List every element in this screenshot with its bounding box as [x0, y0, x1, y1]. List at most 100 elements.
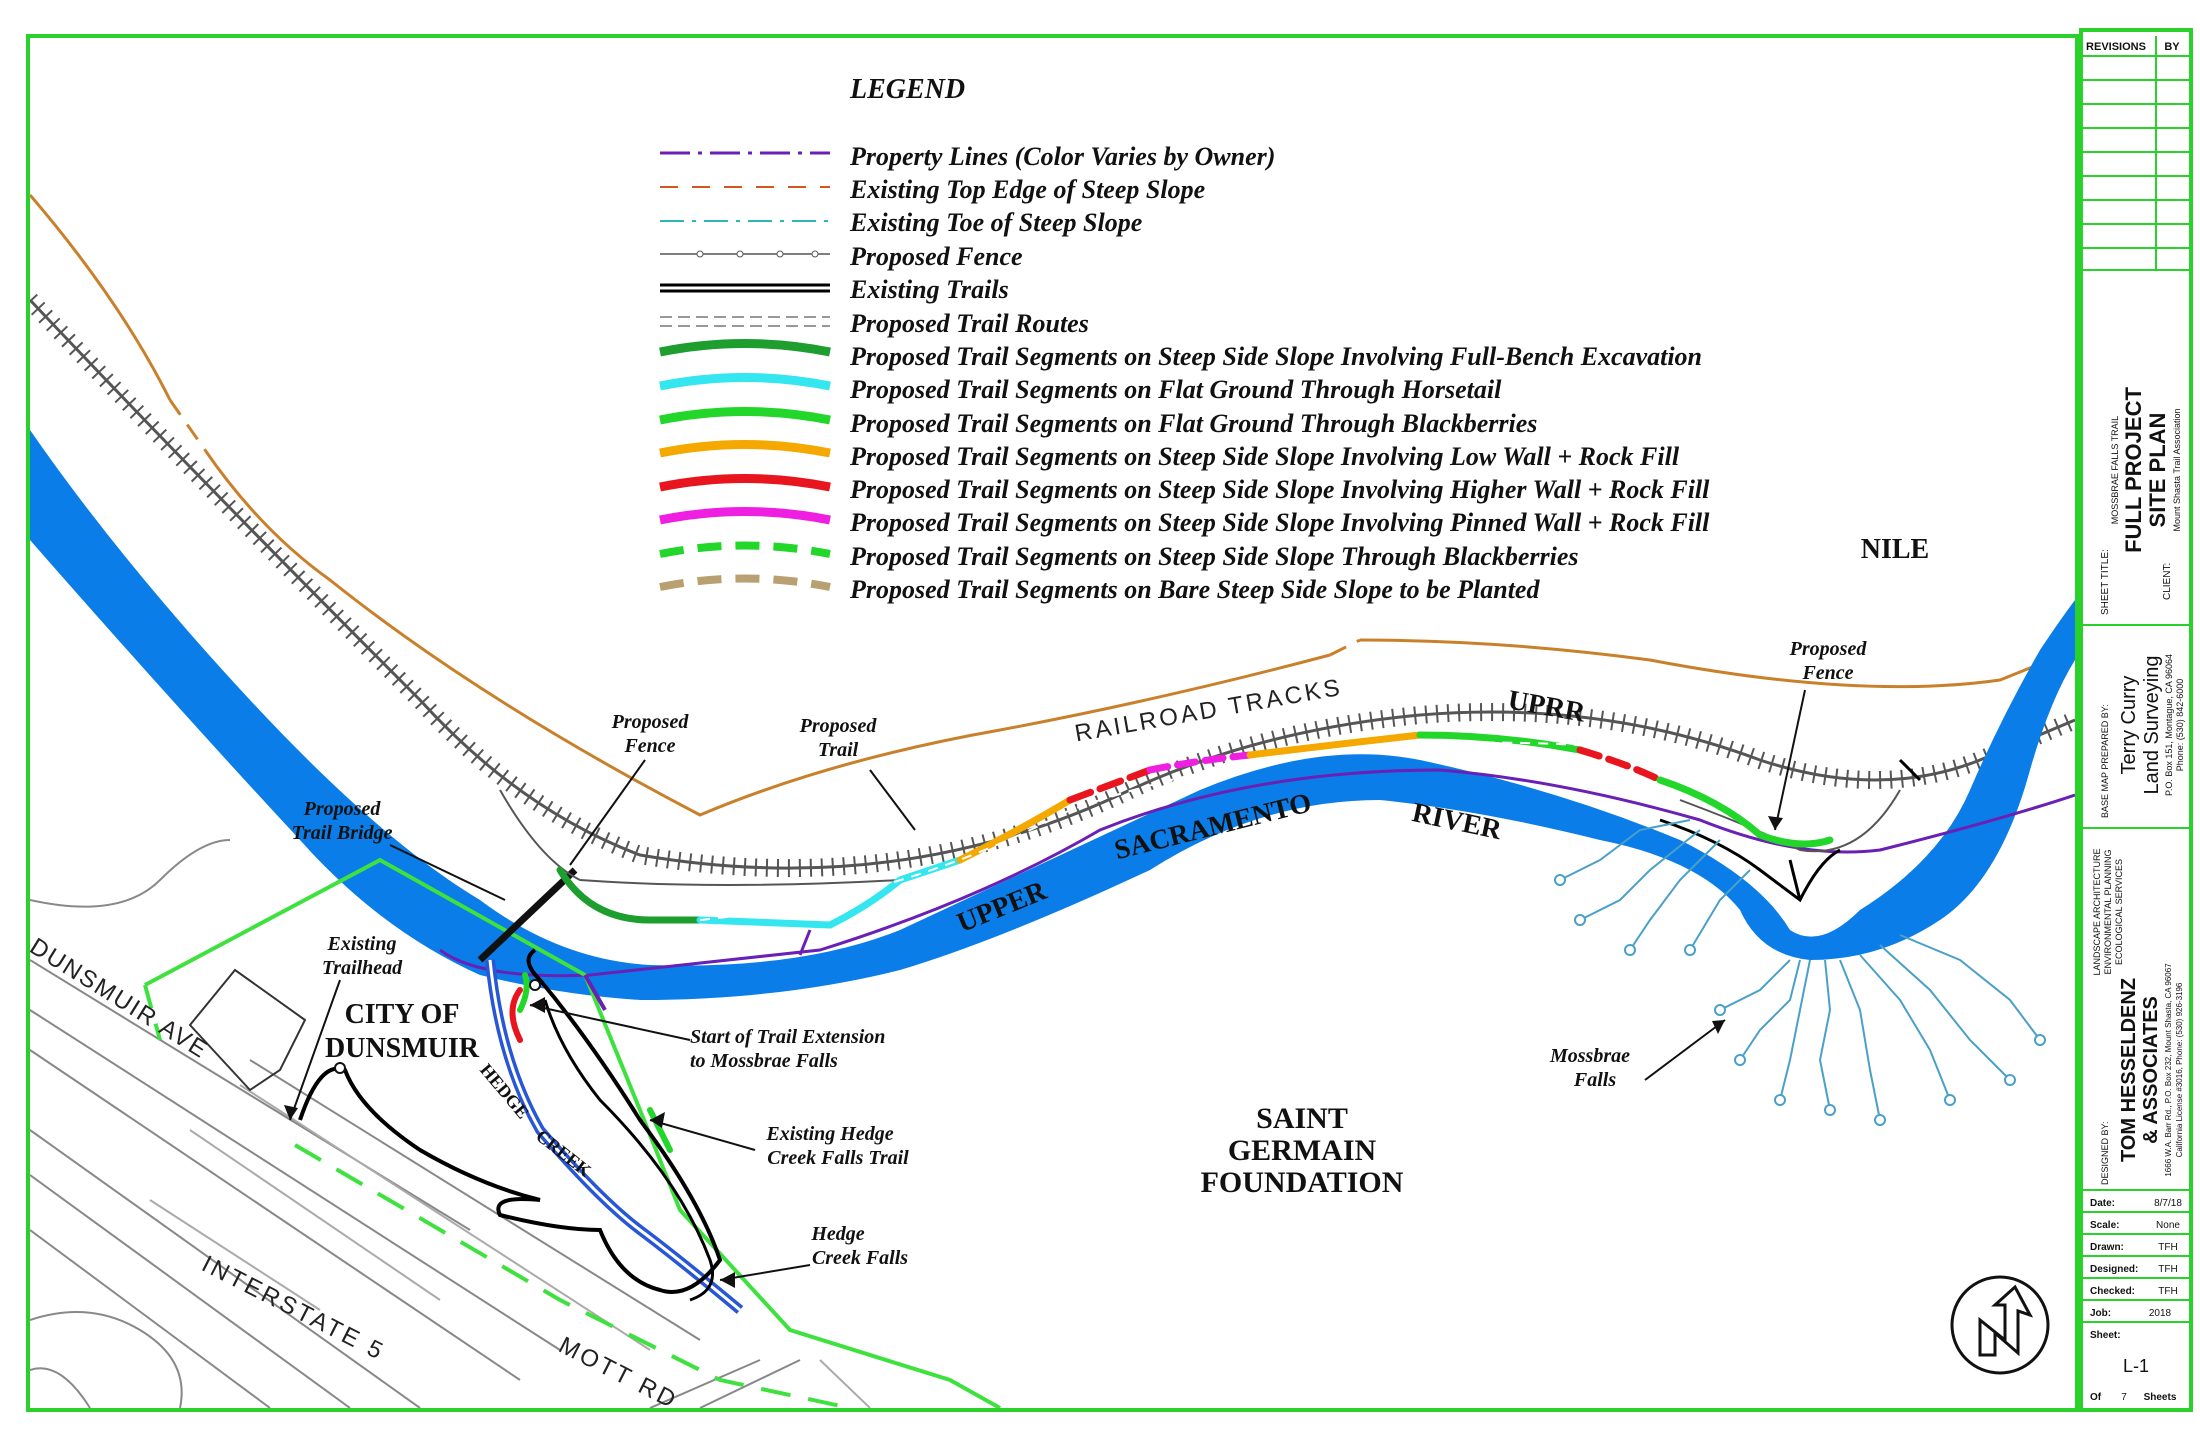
callout-proposed-fence-2-line1: Proposed	[1789, 638, 1868, 660]
existing-trail-northeast	[1898, 758, 1922, 782]
project-boundary	[144, 857, 1001, 1408]
map-area	[30, 194, 2075, 1408]
boundary-property-segment	[583, 974, 607, 1011]
surveyor-phone: Phone: (530) 842-6000	[2175, 679, 2185, 772]
label-saint: SAINT	[1256, 1102, 1348, 1135]
callout-hedge-creek-trail-line2: Creek Falls Trail	[767, 1147, 909, 1169]
project-boundary-dashed-left	[143, 984, 162, 1041]
mossbrae-falls-springs	[1559, 819, 2041, 1121]
legend-swatches	[659, 151, 831, 591]
surveyor-firm: Land Surveying	[2141, 656, 2163, 795]
client-label: CLIENT:	[2162, 563, 2173, 600]
callout-proposed-fence-1-line2: Fence	[623, 735, 675, 757]
surveyor-address: P.O. Box 151, Montague, CA 96064	[2164, 654, 2174, 796]
legend-label-proposed-fence: Proposed Fence	[849, 242, 1023, 271]
field-designed-label: Designed:	[2090, 1264, 2138, 1275]
sheet-number: L-1	[2123, 1356, 2149, 1376]
proposed-trail-bridge	[477, 867, 578, 963]
legend-label-higher-wall: Proposed Trail Segments on Steep Side Sl…	[849, 475, 1710, 504]
services-line1: LANDSCAPE ARCHITECTURE	[2092, 848, 2102, 975]
existing-trail-city	[298, 948, 723, 1294]
map-text: LEGEND Property Lines (Color Varies by O…	[25, 74, 1929, 1415]
sheet-title-line1: FULL PROJECT	[2121, 387, 2146, 553]
slope-top-edge-dashed	[168, 399, 1361, 657]
field-designed-value: TFH	[2158, 1264, 2177, 1275]
field-date-label: Date:	[2090, 1198, 2115, 1209]
proposed-fence-west	[499, 789, 901, 886]
railroad-ties	[30, 293, 2075, 878]
callout-hedge-creek-falls-line2: Creek Falls	[812, 1247, 908, 1269]
legend-label-steep-blackberries: Proposed Trail Segments on Steep Side Sl…	[849, 542, 1579, 571]
revisions-by-header: BY	[2164, 41, 2180, 53]
services-line2: ENVIRONMENTAL PLANNING	[2103, 849, 2113, 974]
sheet-label: Sheet:	[2090, 1330, 2121, 1341]
legend-label-toe-slope: Existing Toe of Steep Slope	[849, 208, 1142, 237]
callout-proposed-trail-line2: Trail	[818, 739, 859, 761]
field-job-value: 2018	[2149, 1308, 2172, 1319]
callout-start-extension-line2: to Mossbrae Falls	[690, 1050, 838, 1072]
title-block-border	[2079, 28, 2193, 1412]
callout-proposed-fence-1-line1: Proposed	[611, 711, 690, 733]
client-name: Mount Shasta Trail Association	[2172, 408, 2182, 531]
project-name-small: MOSSBRAE FALLS TRAIL	[2110, 416, 2120, 524]
callout-trailhead-line1: Existing	[327, 933, 397, 955]
label-city-of: CITY OF	[345, 999, 460, 1030]
legend-label-top-edge: Existing Top Edge of Steep Slope	[849, 175, 1205, 204]
services-line3: ECOLOGICAL SERVICES	[2114, 859, 2124, 965]
callout-trail-bridge-line1: Proposed	[303, 798, 382, 820]
property-line	[439, 768, 2075, 978]
label-dunsmuir-ave: DUNSMUIR AVE	[25, 933, 213, 1064]
label-creek: CREEK	[532, 1126, 595, 1181]
base-map-label: BASE MAP PREPARED BY:	[2100, 704, 2110, 818]
legend-label-low-wall: Proposed Trail Segments on Steep Side Sl…	[849, 442, 1680, 471]
existing-hedge-creek-trail	[543, 999, 714, 1302]
proposed-trail-segments	[509, 731, 1834, 1153]
firm-license: California License #3016, Phone: (530) 9…	[2175, 982, 2184, 1157]
field-drawn-label: Drawn:	[2090, 1242, 2124, 1253]
legend-label-existing-trails: Existing Trails	[849, 275, 1009, 304]
legend-title: LEGEND	[849, 74, 965, 105]
label-dunsmuir: DUNSMUIR	[325, 1033, 480, 1064]
property-line-tick	[798, 929, 812, 956]
callout-hedge-creek-trail-line1: Existing Hedge	[765, 1123, 893, 1145]
callout-proposed-trail-line1: Proposed	[799, 715, 878, 737]
firm-address: 1666 W.A. Barr Rd., P.O. Box 232, Mount …	[2164, 963, 2173, 1177]
proposed-fence-east	[1679, 789, 1901, 853]
field-checked-value: TFH	[2158, 1286, 2177, 1297]
field-scale-label: Scale:	[2090, 1220, 2119, 1231]
sheet-title-label: SHEET TITLE:	[2100, 549, 2111, 615]
callout-leaders	[289, 689, 1806, 1281]
label-interstate-5: INTERSTATE 5	[197, 1250, 389, 1366]
legend-label-proposed-routes: Proposed Trail Routes	[849, 309, 1089, 338]
sheet-title-line2: SITE PLAN	[2145, 413, 2170, 528]
callout-start-extension-line1: Start of Trail Extension	[690, 1026, 885, 1048]
callout-arrowheads	[284, 816, 1783, 1288]
roads	[30, 839, 871, 1408]
field-drawn-value: TFH	[2158, 1242, 2177, 1253]
legend-label-pinned-wall: Proposed Trail Segments on Steep Side Sl…	[849, 508, 1710, 537]
firm-name-line1: TOM HESSELDENZ	[2118, 978, 2140, 1162]
firm-name-line2: & ASSOCIATES	[2140, 996, 2162, 1144]
label-germain: GERMAIN	[1228, 1134, 1377, 1167]
field-scale-value: None	[2156, 1220, 2180, 1231]
map-border	[26, 34, 2079, 1412]
hedge-creek-center	[488, 959, 741, 1312]
monument-marker	[529, 979, 541, 991]
callout-hedge-creek-falls-line1: Hedge	[810, 1223, 864, 1245]
callout-trailhead-line2: Trailhead	[322, 957, 403, 979]
callout-proposed-fence-2-line2: Fence	[1801, 662, 1853, 684]
existing-trail-east-spur	[1788, 859, 1802, 901]
callout-mossbrae-falls-line2: Falls	[1573, 1069, 1616, 1091]
project-boundary-dashed-bottom	[293, 1143, 851, 1408]
legend-label-flat-blackberries: Proposed Trail Segments on Flat Ground T…	[849, 409, 1537, 438]
surveyor-name: Terry Curry	[2118, 676, 2140, 775]
legend-label-bare-slope: Proposed Trail Segments on Bare Steep Si…	[849, 575, 1540, 604]
mossbrae-falls-spring-heads	[1554, 874, 2046, 1126]
sheets-label: Sheets	[2144, 1392, 2177, 1403]
callout-trail-bridge-line2: Trail Bridge	[292, 822, 393, 844]
existing-trail-east	[1659, 818, 1841, 903]
label-mott-rd: MOTT RD	[554, 1332, 682, 1415]
revisions-header: REVISIONS	[2086, 41, 2146, 53]
